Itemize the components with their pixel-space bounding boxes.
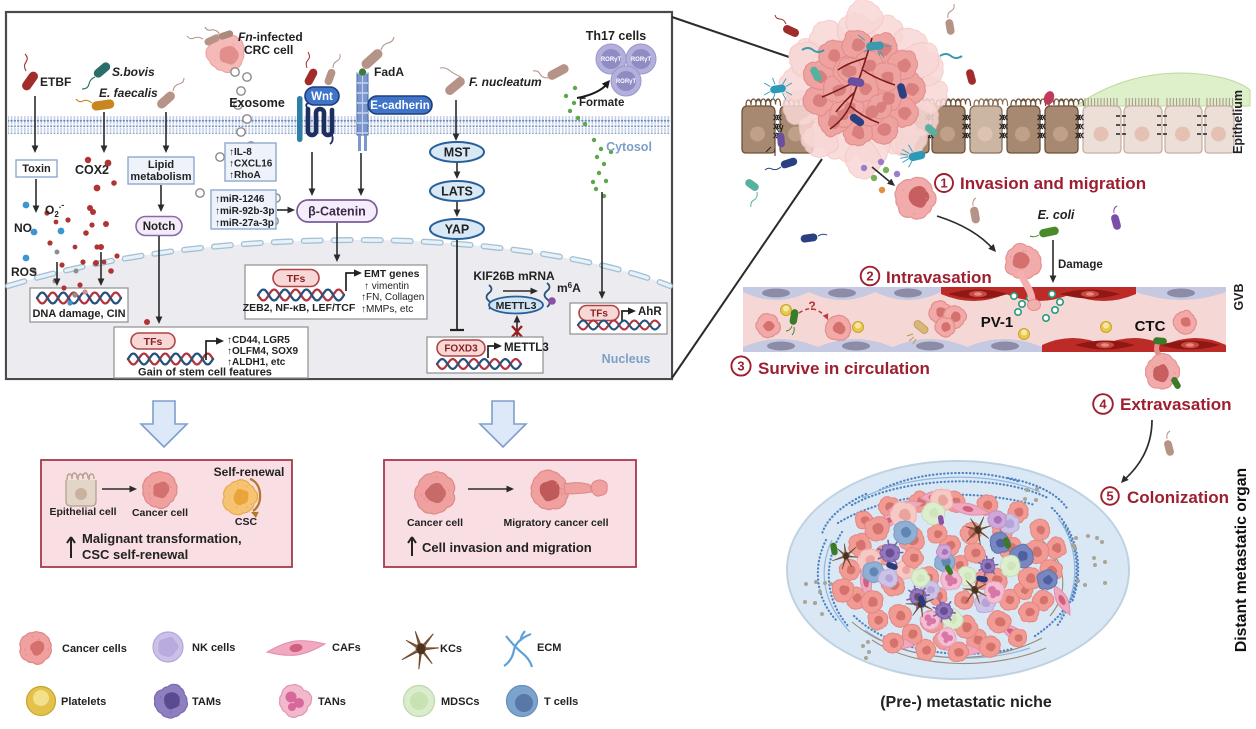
svg-text:DNA damage, CIN: DNA damage, CIN (32, 308, 125, 320)
svg-text:COX2: COX2 (75, 163, 109, 177)
svg-text:ETBF: ETBF (40, 75, 71, 89)
svg-text:Cancer cell: Cancer cell (132, 507, 188, 519)
svg-text:Toxin: Toxin (22, 163, 51, 175)
svg-text:NO: NO (14, 221, 32, 235)
svg-text:E. coli: E. coli (1038, 208, 1075, 222)
svg-text:RORγT: RORγT (616, 79, 637, 85)
svg-text:Migratory cancer cell: Migratory cancer cell (503, 517, 608, 529)
svg-text:Nucleus: Nucleus (602, 352, 651, 366)
svg-text:TFs: TFs (287, 273, 306, 285)
svg-text:2: 2 (866, 269, 873, 284)
svg-text:METTL3: METTL3 (504, 342, 549, 354)
svg-text:↑MMPs, etc: ↑MMPs, etc (361, 304, 413, 315)
svg-text:↑IL-8: ↑IL-8 (229, 147, 252, 158)
svg-text:TFs: TFs (590, 309, 608, 320)
svg-text:β-Catenin: β-Catenin (308, 205, 366, 219)
svg-text:Colonization: Colonization (1127, 488, 1229, 507)
svg-text:4: 4 (1099, 397, 1107, 412)
svg-text:GVB: GVB (1232, 283, 1246, 310)
svg-text:↑FN, Collagen: ↑FN, Collagen (361, 292, 424, 303)
svg-text:1: 1 (940, 176, 947, 191)
svg-text:Wnt: Wnt (311, 91, 333, 103)
svg-text:S.bovis: S.bovis (112, 65, 155, 79)
svg-text:Platelets: Platelets (61, 696, 106, 708)
svg-text:RORγT: RORγT (601, 57, 622, 63)
svg-text:CTC: CTC (1135, 318, 1166, 335)
svg-text:Th17 cells: Th17 cells (586, 29, 646, 43)
svg-text:↑CD44, LGR5: ↑CD44, LGR5 (227, 335, 290, 346)
svg-text:CAFs: CAFs (332, 642, 361, 654)
svg-text:MST: MST (444, 146, 471, 160)
svg-text:KIF26B mRNA: KIF26B mRNA (473, 269, 555, 283)
svg-text:FadA: FadA (374, 65, 404, 79)
svg-text:EMT genes: EMT genes (364, 268, 420, 280)
svg-text:TFs: TFs (144, 336, 163, 348)
svg-text:↑CXCL16: ↑CXCL16 (229, 159, 273, 170)
svg-text:↑miR-92b-3p: ↑miR-92b-3p (215, 206, 274, 217)
svg-text:Extravasation: Extravasation (1120, 395, 1232, 414)
svg-text:Notch: Notch (143, 221, 176, 233)
svg-text:ROS: ROS (11, 265, 37, 279)
svg-text:KCs: KCs (440, 643, 462, 655)
svg-text:NK cells: NK cells (192, 642, 235, 654)
svg-text:5: 5 (1106, 489, 1113, 504)
svg-text:Cancer cell: Cancer cell (407, 517, 463, 529)
svg-text:CSC self-renewal: CSC self-renewal (82, 547, 188, 562)
svg-text:↑miR-1246: ↑miR-1246 (215, 194, 265, 205)
svg-text:E-cadherin: E-cadherin (370, 100, 429, 112)
svg-text:↑OLFM4, SOX9: ↑OLFM4, SOX9 (227, 346, 299, 357)
svg-text:T cells: T cells (544, 696, 578, 708)
svg-text:TAMs: TAMs (192, 696, 221, 708)
svg-text:METTL3: METTL3 (496, 300, 537, 312)
svg-text:?: ? (808, 299, 815, 313)
svg-text:Intravasation: Intravasation (886, 268, 992, 287)
svg-text:↑miR-27a-3p: ↑miR-27a-3p (215, 218, 274, 229)
svg-text:E. faecalis: E. faecalis (99, 86, 158, 100)
svg-text:LATS: LATS (441, 185, 473, 199)
svg-text:PV-1: PV-1 (981, 314, 1014, 331)
svg-text:RORγT: RORγT (631, 57, 652, 63)
svg-text:ZEB2, NF-κB, LEF/TCF: ZEB2, NF-κB, LEF/TCF (243, 302, 356, 314)
svg-text:Invasion and migration: Invasion and migration (960, 174, 1146, 193)
svg-text:Epithelial cell: Epithelial cell (49, 506, 116, 518)
svg-text:Epithelium: Epithelium (1231, 90, 1245, 154)
svg-text:Cell invasion and migration: Cell invasion and migration (422, 540, 592, 555)
svg-text:Gain of stem cell features: Gain of stem cell features (138, 367, 272, 379)
svg-text:Distant metastatic organ: Distant metastatic organ (1233, 468, 1250, 652)
svg-text:FOXD3: FOXD3 (444, 344, 478, 355)
svg-text:Formate: Formate (579, 97, 624, 109)
svg-text:Cytosol: Cytosol (606, 140, 652, 154)
svg-text:CRC cell: CRC cell (244, 43, 293, 57)
svg-text:AhR: AhR (638, 306, 662, 318)
svg-text:YAP: YAP (445, 223, 470, 237)
svg-text:Lipid: Lipid (148, 159, 174, 171)
svg-text:MDSCs: MDSCs (441, 696, 480, 708)
svg-text:TANs: TANs (318, 696, 346, 708)
svg-text:(Pre-) metastatic niche: (Pre-) metastatic niche (880, 694, 1052, 711)
svg-text:ECM: ECM (537, 642, 561, 654)
svg-text:3: 3 (737, 359, 744, 374)
svg-text:↑RhoA: ↑RhoA (229, 170, 261, 181)
svg-text:Damage: Damage (1058, 259, 1103, 271)
svg-text:Cancer cells: Cancer cells (62, 643, 127, 655)
svg-text:Malignant transformation,: Malignant transformation, (82, 531, 242, 546)
svg-text:F. nucleatum: F. nucleatum (469, 75, 542, 89)
svg-text:Fn-infected: Fn-infected (238, 30, 303, 44)
svg-text:Survive in circulation: Survive in circulation (758, 359, 930, 378)
svg-text:CSC: CSC (235, 516, 258, 528)
svg-text:Exosome: Exosome (229, 96, 285, 110)
svg-text:Self-renewal: Self-renewal (214, 465, 285, 479)
svg-text:metabolism: metabolism (130, 171, 191, 183)
svg-text:↑ vimentin: ↑ vimentin (364, 281, 409, 292)
